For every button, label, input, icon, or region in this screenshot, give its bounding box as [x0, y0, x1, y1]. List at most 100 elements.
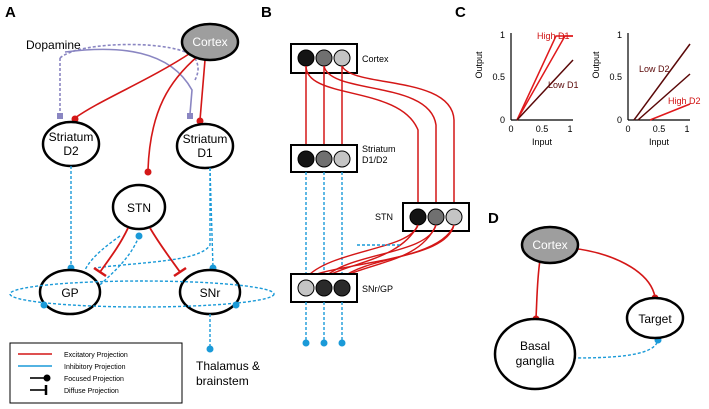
plot-d2-xlabel: Input	[649, 137, 670, 147]
plot-d1-high-label: High D1	[537, 31, 570, 41]
dopamine-label: Dopamine	[26, 38, 81, 52]
cortex-to-bg-excitatory	[535, 259, 541, 319]
basal-ganglia-label-line2: ganglia	[516, 354, 555, 368]
striatum-b-channel-3	[333, 150, 351, 168]
cortex-node-d	[520, 225, 580, 265]
plot-d2-xtick-1: 0	[625, 124, 630, 134]
striatum-d2-label-line1: Striatum	[49, 130, 94, 144]
gp-loop-terminal-right	[232, 301, 240, 309]
bg-to-target-inhibitory	[572, 339, 659, 359]
plot-d2-xtick-2: 0.5	[653, 124, 666, 134]
cortex-to-target-excitatory	[569, 247, 656, 298]
thalamus-label-line1: Thalamus &	[196, 359, 260, 373]
stn-b-channel-1	[409, 208, 427, 226]
plot-d1-high-curve	[516, 35, 573, 121]
cortex-b-channel-1	[297, 49, 315, 67]
plot-d2-low-curve	[633, 43, 691, 121]
stn-to-snrgp-6	[305, 224, 455, 279]
plot-d1-ytick-2: 0.5	[492, 72, 505, 82]
target-node	[625, 296, 685, 340]
plot-d1: 1 0.5 0 0 0.5 1 Output Input High D1 Low…	[474, 30, 579, 147]
stn-label-a: STN	[127, 201, 151, 215]
stn-b-label: STN	[375, 212, 393, 222]
cortex-to-stn-ch2	[323, 65, 437, 208]
stn-b-channel-2	[427, 208, 445, 226]
plot-d1-xtick-2: 0.5	[536, 124, 549, 134]
plot-d1-xlabel: Input	[532, 137, 553, 147]
thalamus-label-line2: brainstem	[196, 374, 249, 388]
plot-d2-ytick-1: 1	[617, 30, 622, 40]
gp-diffuse-inhibition-loop	[9, 280, 275, 308]
striatum-d1-node	[175, 122, 235, 170]
plot-d1-mid-curve	[516, 35, 573, 121]
snrgp-b-channel-1	[297, 279, 315, 297]
panel-d-letter: D	[488, 210, 499, 227]
output-terminal-2	[320, 339, 328, 347]
cortex-b-channel-3	[333, 49, 351, 67]
stn-node-a	[111, 183, 167, 231]
plot-d1-ylabel: Output	[474, 51, 484, 79]
snrgp-b-label: SNr/GP	[362, 284, 393, 294]
stn-to-snrgp-4	[323, 224, 419, 279]
panel-a: A Dopamine Cortex Striatum D2 Striatum D…	[5, 4, 275, 404]
plot-d1-low-label: Low D1	[548, 80, 579, 90]
legend-focused-label: Focused Projection	[64, 376, 124, 383]
panel-c: C 1 0.5 0 0 0.5 1 Output Input High D1 L…	[455, 4, 701, 147]
cortex-node-a	[180, 22, 240, 62]
legend-diffuse-label: Diffuse Projection	[64, 388, 119, 395]
focused-terminal-stn	[144, 168, 152, 176]
target-label: Target	[638, 312, 672, 326]
thalamus-terminal	[206, 345, 214, 353]
plot-d1-xtick-1: 0	[508, 124, 513, 134]
plot-d2-low-label: Low D2	[639, 64, 670, 74]
legend-focused-swatch	[43, 374, 51, 382]
plot-d1-ytick-3: 0	[500, 115, 505, 125]
dopamine-terminal-d2	[57, 113, 63, 119]
striatum-b-label-line2: D1/D2	[362, 155, 388, 165]
gp-node	[38, 268, 102, 316]
plot-d2-ytick-2: 0.5	[609, 72, 622, 82]
striatum-d2-label-line2: D2	[63, 144, 79, 158]
cortex-b-channel-2	[315, 49, 333, 67]
cortex-label-d: Cortex	[532, 238, 567, 252]
plot-d2-xtick-3: 1	[684, 124, 689, 134]
panel-d: D Cortex Target Basal ganglia	[488, 210, 685, 391]
snr-label: SNr	[200, 286, 221, 300]
cortex-b-label: Cortex	[362, 54, 389, 64]
basal-ganglia-node	[493, 317, 577, 391]
plot-d2-mid-curve	[637, 73, 691, 121]
cortex-to-striatum-d2	[74, 51, 193, 119]
panel-b: B Cortex Striatum D1/D2	[261, 4, 470, 347]
striatum-b-label-line1: Striatum	[362, 144, 396, 154]
stn-to-gp-diffuse	[99, 227, 129, 273]
stn-to-snr-diffuse	[149, 227, 181, 273]
focused-terminal-d2	[71, 115, 79, 123]
legend: Excitatory Projection Inhibitory Project…	[9, 342, 183, 404]
stn-snr-diffuse-bar	[173, 266, 187, 278]
striatum-b-channel-1	[297, 150, 315, 168]
plot-d2-ytick-3: 0	[617, 115, 622, 125]
gp-loop-terminal-left	[40, 301, 48, 309]
stn-gp-diffuse-bar	[93, 266, 107, 278]
cortex-to-stn-ch1	[305, 65, 419, 208]
legend-inhibitory-label: Inhibitory Projection	[64, 364, 126, 371]
panel-c-letter: C	[455, 4, 466, 21]
striatum-d1-label-line1: Striatum	[183, 132, 228, 146]
panel-b-letter: B	[261, 4, 272, 21]
basal-ganglia-label-line1: Basal	[520, 339, 550, 353]
plot-d1-xtick-3: 1	[567, 124, 572, 134]
plot-d2-high-label: High D2	[668, 96, 701, 106]
output-terminal-1	[302, 339, 310, 347]
focused-terminal-d1	[196, 117, 204, 125]
cortex-to-striatum-d1	[199, 59, 206, 121]
dopamine-projection-to-d1	[64, 48, 193, 115]
panel-a-letter: A	[5, 4, 16, 21]
striatum-d1-label-line2: D1	[197, 146, 213, 160]
plot-d2-ylabel: Output	[591, 51, 601, 79]
gp-label: GP	[61, 286, 78, 300]
plot-d2-high-curve	[649, 103, 691, 121]
snrgp-b-channel-2	[315, 279, 333, 297]
d1-to-snr-inhibitory	[209, 167, 214, 269]
cortex-label-a: Cortex	[192, 35, 227, 49]
